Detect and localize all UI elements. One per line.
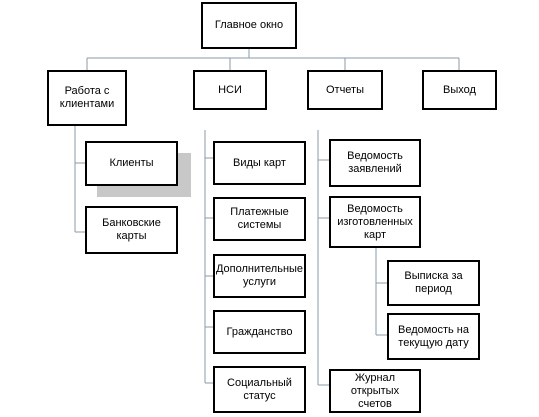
node-card-types-label: Виды карт — [233, 156, 286, 169]
node-applications-report-label: Ведомость заявлений — [347, 150, 403, 175]
node-social-status: Социальный статус — [213, 366, 306, 413]
node-clients-list: Клиенты — [85, 141, 178, 186]
node-accounts-journal-label: Журнал открытых счетов — [350, 371, 400, 410]
node-extra-services-label: Дополнительные услуги — [215, 263, 304, 288]
node-citizenship: Гражданство — [213, 310, 306, 354]
node-applications-report: Ведомость заявлений — [329, 139, 421, 187]
node-cards-made-report-label: Ведомость изготовленных карт — [337, 202, 413, 241]
node-bank-cards: Банковские карты — [85, 206, 178, 254]
node-period-statement: Выписка за период — [387, 260, 480, 306]
node-current-date-report: Ведомость на текущую дату — [387, 313, 480, 360]
node-payment-systems-label: Платежные системы — [230, 206, 289, 231]
node-root-label: Главное окно — [214, 19, 284, 31]
node-clients: Работа с клиентами — [47, 70, 127, 126]
node-citizenship-label: Гражданство — [226, 325, 293, 338]
node-root: Главное окно — [201, 2, 297, 49]
node-clients-list-label: Клиенты — [109, 157, 154, 169]
node-payment-systems: Платежные системы — [213, 197, 306, 241]
node-bank-cards-label: Банковские карты — [102, 217, 161, 242]
node-card-types: Виды карт — [213, 141, 306, 185]
node-social-status-label: Социальный статус — [227, 376, 292, 402]
node-accounts-journal: Журнал открытых счетов — [329, 369, 421, 413]
node-reports-label: Отчеты — [325, 83, 365, 96]
node-cards-made-report: Ведомость изготовленных карт — [329, 196, 421, 248]
node-nsi: НСИ — [193, 70, 267, 110]
node-clients-label: Работа с клиентами — [59, 85, 115, 110]
node-exit-label: Выход — [443, 83, 476, 96]
node-period-statement-label: Выписка за период — [404, 270, 463, 295]
node-current-date-report-label: Ведомость на текущую дату — [398, 323, 469, 349]
node-exit: Выход — [422, 70, 497, 110]
node-reports: Отчеты — [307, 70, 383, 110]
node-nsi-label: НСИ — [218, 83, 242, 96]
node-extra-services: Дополнительные услуги — [213, 254, 306, 298]
